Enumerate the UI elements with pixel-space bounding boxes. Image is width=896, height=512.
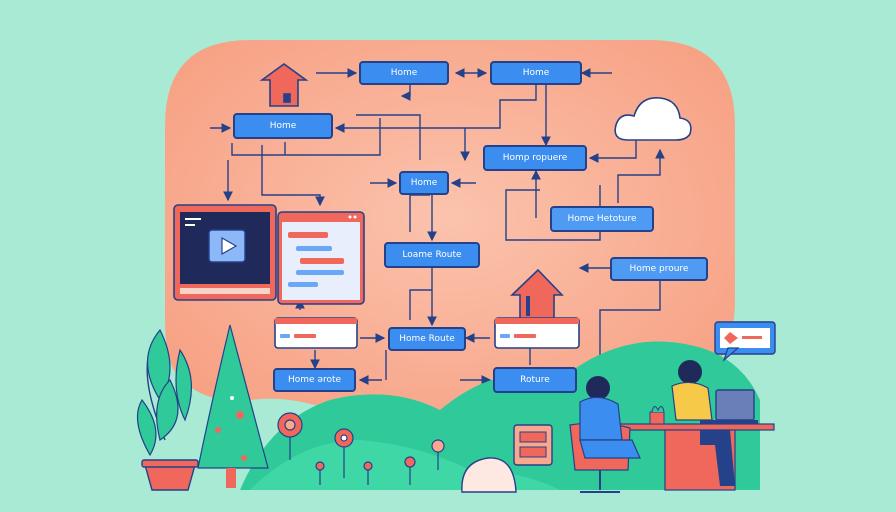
stone bbox=[461, 457, 517, 493]
house-icon bbox=[259, 63, 309, 107]
route-node-home-hetoture[interactable]: Home Hetoture bbox=[550, 206, 654, 232]
flowers bbox=[277, 412, 445, 485]
chat-bubble-icon bbox=[714, 321, 776, 362]
small-panel-left bbox=[274, 317, 358, 349]
route-node-home-route[interactable]: Home Route bbox=[388, 327, 466, 351]
route-node-loame-route[interactable]: Loame Route bbox=[384, 242, 480, 268]
route-node-home[interactable]: Home bbox=[490, 61, 582, 85]
house-icon bbox=[510, 268, 564, 323]
route-node-home-arote[interactable]: Home ərote bbox=[273, 368, 356, 392]
browser-window bbox=[277, 211, 365, 305]
small-panel-right bbox=[494, 317, 580, 349]
route-node-homp-ropuere[interactable]: Homp ropuere bbox=[483, 145, 587, 171]
route-node-roture[interactable]: Roture bbox=[493, 367, 577, 393]
route-node-home-proure[interactable]: Home proure bbox=[610, 257, 708, 281]
cloud-icon bbox=[614, 97, 692, 141]
tree bbox=[197, 324, 269, 488]
route-node-home[interactable]: Home bbox=[399, 171, 449, 195]
document-box bbox=[513, 424, 553, 466]
route-node-home[interactable]: Home bbox=[359, 61, 449, 85]
workspace bbox=[569, 360, 775, 493]
route-node-home[interactable]: Home bbox=[233, 113, 333, 139]
video-player-window bbox=[173, 204, 277, 301]
play-icon bbox=[221, 236, 238, 256]
potted-plant bbox=[136, 328, 199, 491]
